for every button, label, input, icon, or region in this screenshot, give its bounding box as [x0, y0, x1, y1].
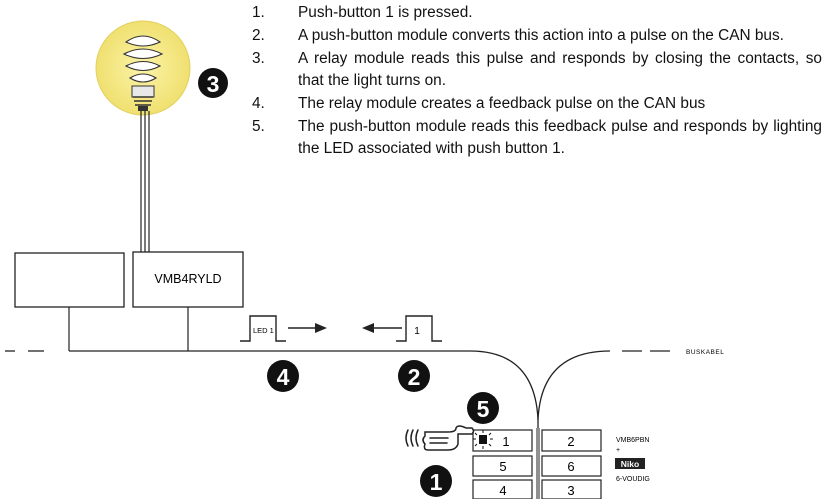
step-item: 1. Push-button 1 is pressed.: [252, 2, 822, 24]
brand-logo-label: Niko: [621, 459, 639, 469]
pointing-hand-icon: [405, 425, 475, 451]
key-4-label: 4: [499, 483, 506, 498]
arrow-left-icon: [362, 323, 402, 333]
key-1[interactable]: [472, 429, 533, 452]
steps-list: 1. Push-button 1 is pressed. 2. A push-but…: [252, 2, 822, 161]
step-text: A relay module reads this pulse and resp…: [298, 50, 822, 89]
key-2-label: 2: [567, 434, 574, 449]
step-text: A push-button module converts this actio…: [298, 27, 784, 44]
callout-4-label: 4: [277, 364, 290, 390]
step-item: 2. A push-button module converts this act…: [252, 25, 822, 47]
left-module: [14, 252, 125, 308]
key-2[interactable]: [541, 429, 602, 452]
button-pulse-label: 1: [414, 326, 420, 337]
relay-module: VMB4RYLD: [132, 251, 244, 308]
push-button-keypad: 1 2 5 6 4 3: [472, 428, 602, 499]
keypad-plus-label: +: [616, 447, 620, 454]
relay-module-label: VMB4RYLD: [154, 272, 221, 286]
brand-logo: Niko: [615, 458, 645, 469]
step-number: 3.: [252, 50, 265, 67]
callout-3-label: 3: [207, 71, 220, 97]
step-text: Push-button 1 is pressed.: [298, 4, 473, 21]
step-number: 5.: [252, 118, 265, 135]
step-number: 4.: [252, 95, 265, 112]
led-feedback-pulse: [240, 315, 286, 342]
button-pulse: [396, 315, 442, 342]
key-6[interactable]: [541, 455, 602, 477]
callout-4: 4: [267, 360, 299, 392]
keypad-model-label: VMB6PBN: [616, 437, 649, 444]
callout-2-label: 2: [408, 364, 421, 390]
step-item: 5. The push-button module reads this feed…: [252, 116, 822, 160]
step-number: 1.: [252, 4, 265, 21]
key-3[interactable]: [541, 479, 602, 499]
key-5-label: 5: [499, 459, 506, 474]
callout-1-label: 1: [430, 469, 443, 495]
arrow-right-icon: [288, 323, 327, 333]
bulb-wires: [140, 111, 150, 252]
key-6-label: 6: [567, 459, 574, 474]
callout-5-label: 5: [477, 396, 490, 422]
keypad-series-label: 6-VOUDIG: [616, 476, 650, 483]
key-1-label: 1: [502, 434, 509, 449]
light-bulb-icon: [95, 20, 191, 116]
step-text: The relay module creates a feedback puls…: [298, 95, 706, 112]
step-text: The push-button module reads this feedba…: [298, 118, 822, 157]
led-pulse-label: LED 1: [253, 326, 274, 335]
step-item: 4. The relay module creates a feedback pu…: [252, 93, 822, 115]
key-4[interactable]: [472, 479, 533, 499]
led-blink-icon: [473, 430, 493, 449]
callout-3: 3: [198, 68, 228, 98]
step-number: 2.: [252, 27, 265, 44]
callout-1: 1: [420, 465, 452, 497]
key-5[interactable]: [472, 455, 533, 477]
callout-5: 5: [467, 392, 499, 424]
bus-cable-label: BUSKABEL: [686, 349, 724, 356]
can-bus-line: [5, 350, 670, 428]
step-item: 3. A relay module reads this pulse and re…: [252, 48, 822, 92]
callout-2: 2: [398, 360, 430, 392]
key-3-label: 3: [567, 483, 574, 498]
